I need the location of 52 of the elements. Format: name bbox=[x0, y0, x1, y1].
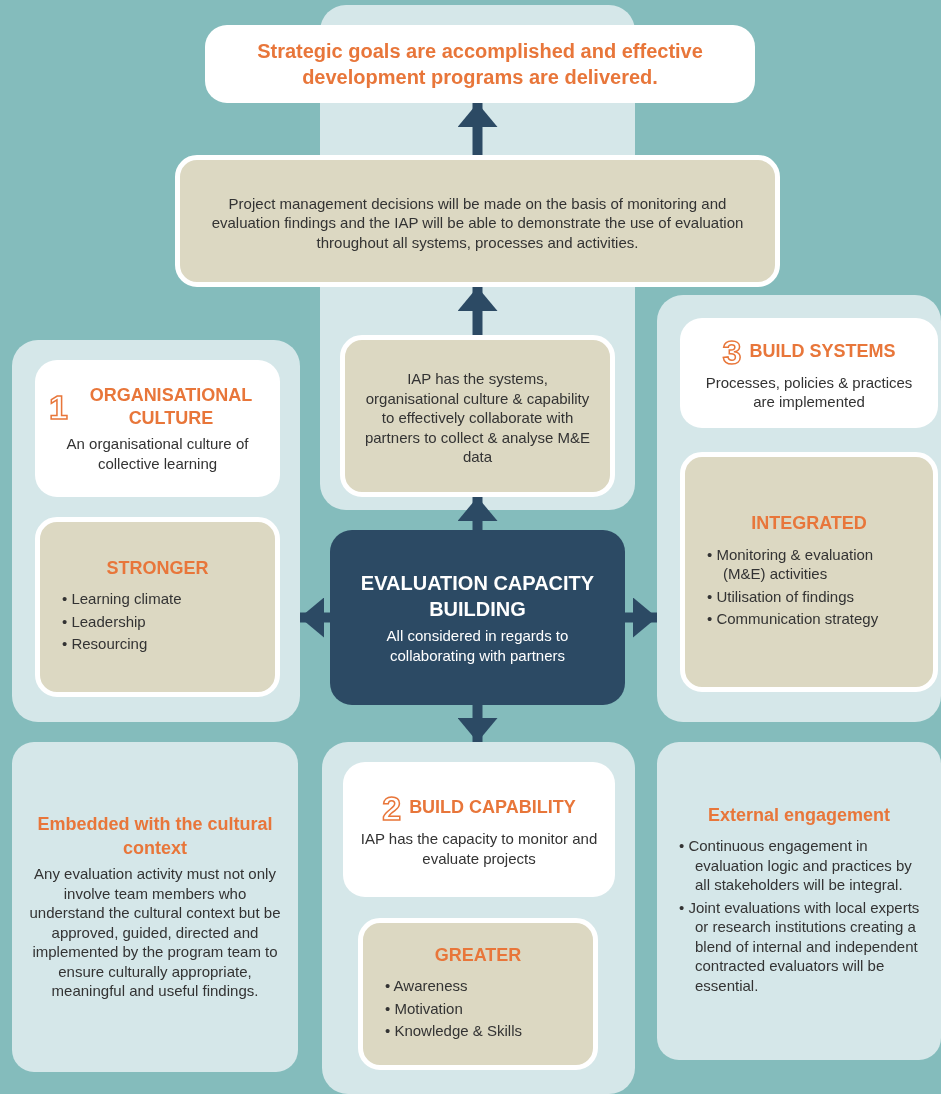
arrow bbox=[300, 597, 330, 638]
bullet-item: • Leadership bbox=[62, 611, 147, 632]
pillar-box bbox=[680, 318, 938, 428]
panel-background bbox=[322, 742, 635, 1094]
bullet-item: • Resourcing bbox=[62, 634, 149, 654]
goal-box bbox=[205, 25, 755, 103]
arrow bbox=[625, 597, 657, 638]
panel-background bbox=[657, 295, 941, 722]
attribute-box bbox=[35, 517, 280, 697]
body-text: IAP has the systems, organisational culture & capability to effectively collaborate with partners to collect & analyse M&E data bbox=[363, 369, 592, 467]
heading: External engagement bbox=[707, 803, 891, 827]
heading: ORGANISATIONAL CULTURE bbox=[88, 383, 254, 430]
bullet-item: • Motivation bbox=[385, 998, 464, 1019]
panel-background bbox=[12, 340, 300, 722]
arrow bbox=[457, 705, 498, 742]
body-text: Processes, policies & practices are implemented bbox=[704, 372, 914, 412]
body-text: An organisational culture of collective learning bbox=[65, 434, 250, 474]
step-number: 2 bbox=[382, 791, 402, 825]
bullet-item: • Learning climate bbox=[62, 589, 183, 609]
body-text: Project management decisions will be made on the basis of monitoring and evaluation findings and the IAP will be able to demonstrate the use of evaluation throughout all systems, processes and activities. bbox=[210, 193, 745, 253]
outcome-box bbox=[175, 155, 780, 287]
step-number: 3 bbox=[722, 334, 742, 369]
body-text: All considered in regards to collaborating with partners bbox=[385, 626, 570, 665]
arrow bbox=[457, 103, 498, 155]
arrow bbox=[457, 497, 498, 530]
heading: BUILD SYSTEMS bbox=[749, 339, 896, 363]
pillar-box bbox=[35, 360, 280, 497]
body-text: Any evaluation activity must not only involve team members who understand the cultural context but be approved, guided, directed and implemented by the program team to ensure culturally appropriate, meaningful and useful findings. bbox=[28, 864, 282, 1001]
attribute-box bbox=[358, 918, 598, 1070]
capability-box bbox=[340, 335, 615, 497]
bullet-item: • Monitoring & evaluation (M&E) activities bbox=[707, 544, 875, 584]
goal-text: Strategic goals are accomplished and effective development programs are delivered. bbox=[256, 39, 704, 90]
heading: GREATER bbox=[434, 944, 522, 968]
heading: EVALUATION CAPACITY BUILDING bbox=[359, 571, 596, 622]
bullet-item: • Joint evaluations with local experts or research institutions creating a blend of internal and independent contracted evaluators will be essential. bbox=[679, 897, 921, 996]
heading: Embedded with the cultural context bbox=[36, 813, 274, 860]
bullet-item: • Knowledge & Skills bbox=[385, 1021, 523, 1041]
bullet-item: • Continuous engagement in evaluation logic and practices by all stakeholders will be integral. bbox=[679, 836, 913, 895]
principle-box bbox=[657, 742, 941, 1060]
step-number: 1 bbox=[49, 390, 68, 424]
arrow bbox=[457, 287, 498, 335]
principle-box bbox=[12, 742, 298, 1072]
bullet-item: • Awareness bbox=[385, 976, 469, 996]
center-box bbox=[330, 530, 625, 705]
attribute-box bbox=[680, 452, 938, 692]
pillar-box bbox=[343, 762, 615, 897]
heading: STRONGER bbox=[106, 557, 209, 581]
bullet-item: • Utilisation of findings bbox=[707, 586, 855, 607]
heading: BUILD CAPABILITY bbox=[409, 796, 576, 820]
bullet-item: • Communication strategy bbox=[707, 609, 880, 629]
body-text: IAP has the capacity to monitor and evaluate projects bbox=[359, 829, 599, 868]
heading: INTEGRATED bbox=[751, 512, 867, 536]
